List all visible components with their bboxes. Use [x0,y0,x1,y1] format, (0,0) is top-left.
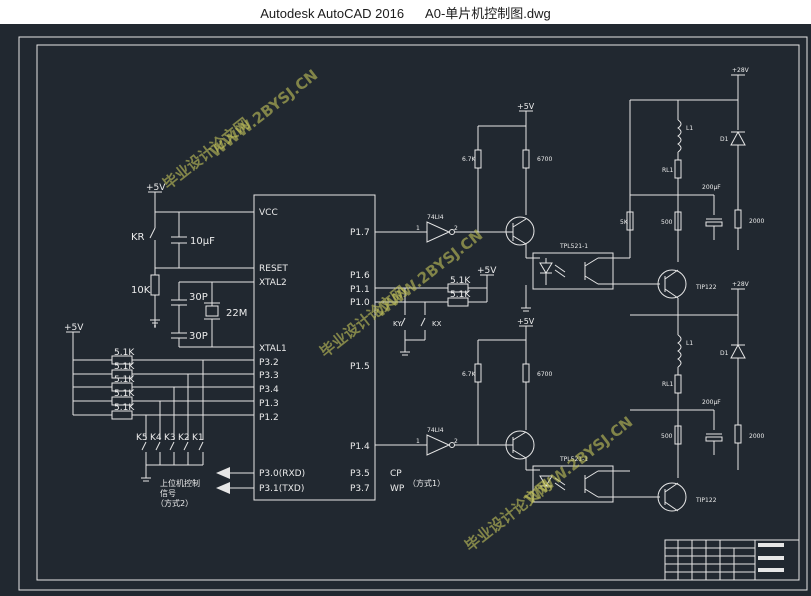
r67-top: 6.7K [462,156,477,163]
kr-label: KR [131,232,145,243]
pin-xtal1: XTAL1 [259,344,287,354]
r6700-top: 6700 [537,156,552,163]
vcc-left-label: +5V [64,323,84,333]
outer-frame [18,36,808,591]
pin-p34: P3.4 [259,385,279,395]
r51a-label: 5.1K [450,276,471,286]
pullup-5: 5.1K [114,403,135,413]
pullup-3: 5.1K [114,375,135,385]
pin-p12: P1.2 [259,413,279,423]
cap-top: 200μF [702,184,721,191]
cap-bot: 200μF [702,399,721,406]
schematic-drawing: VCC RESET XTAL2 XTAL1 P3.2 P3.3 P3.4 P1.… [18,36,808,591]
rl-bot: RL1 [662,381,674,388]
vcc-drv-top: +5V [517,102,535,111]
pullup-4: 5.1K [114,389,135,399]
pin-p31: P3.1(TXD) [259,484,304,494]
pullup-1: 5.1K [114,348,135,358]
ky-label: KY [393,320,402,328]
keypad-circuit: +5V 5.1K 5.1K 5.1K 5.1K 5.1K K5 K4 K3 K2… [64,323,254,482]
opto-top [532,252,614,290]
key-k2: K2 [178,433,190,443]
r5k-label: 5K [620,219,629,226]
vcc-mid-label: +5V [477,266,497,276]
pin-p16: P1.6 [350,271,370,281]
tip-top: TIP122 [695,284,717,291]
tip-bot: TIP122 [695,497,717,504]
r2000-bot: 2000 [749,433,764,440]
pin2-bot: 2 [454,438,458,445]
key-k1: K1 [192,433,204,443]
window-title: Autodesk AutoCAD 2016 A0-单片机控制图.dwg [0,3,811,22]
opto-top-label: TPL521-1 [559,243,588,250]
watermark-cn-3: 毕业设计论文网 [461,476,555,555]
pin-p30: P3.0(RXD) [259,469,305,479]
crystal-label: 22M [226,308,247,319]
host-label2: 信号 [160,488,176,498]
vcc-drv-bot: +5V [517,317,535,326]
drawing-canvas[interactable]: VCC RESET XTAL2 XTAL1 P3.2 P3.3 P3.4 P1.… [0,24,811,596]
pin2-top: 2 [454,225,458,232]
opto-bot-label: TPL521-1 [559,456,588,463]
r500-top: 500 [661,219,673,226]
pin1-top: 1 [416,225,420,232]
crystal-circuit: 22M 30P 30P [171,281,254,348]
pin1-bot: 1 [416,438,420,445]
pin-p10: P1.0 [350,298,370,308]
l1-top: L1 [686,125,693,132]
vcc-top-label: +5V [146,183,166,193]
r67-bot: 6.7K [462,371,477,378]
mode2-label: （方式2） [156,498,193,508]
pin-vcc: VCC [259,208,278,218]
c10uf-label: 10μF [190,236,215,247]
r6700-bot: 6700 [537,371,552,378]
pin-xtal2: XTAL2 [259,278,287,288]
c30p-b-label: 30P [189,331,208,342]
pin-p33: P3.3 [259,371,279,381]
l1-bot: L1 [686,340,693,347]
pin-p15: P1.5 [350,362,370,372]
host-control-inputs: 上位机控制 信号 （方式2） [156,467,254,508]
driver-channel-top: 74LI4 1 2 +5V 6.7K 6700 TPL521-1 [375,67,764,316]
reset-circuit: +5V KR 10μF 10K [131,183,254,328]
r10k-label: 10K [131,285,151,296]
d1-bot: D1 [720,350,729,357]
pin-p13: P1.3 [259,399,279,409]
v28-top: +28V [732,67,750,74]
d1-top: D1 [720,136,729,143]
pin-p35: P3.5 [350,469,370,479]
gate-bot-label: 74LI4 [427,427,444,434]
key-k4: K4 [150,433,162,443]
title-block [664,539,800,581]
pin-reset: RESET [259,264,288,274]
watermark-cn-1: 毕业设计论文网 [159,114,253,193]
inner-frame [36,44,800,581]
host-label: 上位机控制 [160,478,200,488]
r500-bot: 500 [661,433,673,440]
pin-p32: P3.2 [259,358,279,368]
r2000-top: 2000 [749,218,764,225]
c30p-a-label: 30P [189,292,208,303]
gate-top-label: 74LI4 [427,214,444,221]
pin-p14: P1.4 [350,442,370,452]
mode1-label: （方式1） [408,478,445,488]
cp-label: CP [390,469,402,479]
pullup-2: 5.1K [114,362,135,372]
rl-top: RL1 [662,167,674,174]
pin-p17: P1.7 [350,228,370,238]
v28-bot: +28V [732,281,750,288]
file-name: A0-单片机控制图.dwg [425,6,551,21]
pin-p11: P1.1 [350,285,370,295]
key-k3: K3 [164,433,176,443]
key-k5: K5 [136,433,148,443]
pin-p37: P3.7 [350,484,370,494]
title-bar: Autodesk AutoCAD 2016 A0-单片机控制图.dwg [0,0,811,24]
opto-bottom [532,465,614,503]
app-name: Autodesk AutoCAD 2016 [260,6,405,21]
r51b-label: 5.1K [450,290,471,300]
kx-ky-circuit: +5V 5.1K 5.1K KY KX [375,266,497,356]
kx-label: KX [432,320,442,328]
wp-label: WP [390,484,405,494]
driver-channel-bottom: 74LI4 1 2 +5V 6.7K 6700 TPL521-1 +28V [375,281,764,512]
